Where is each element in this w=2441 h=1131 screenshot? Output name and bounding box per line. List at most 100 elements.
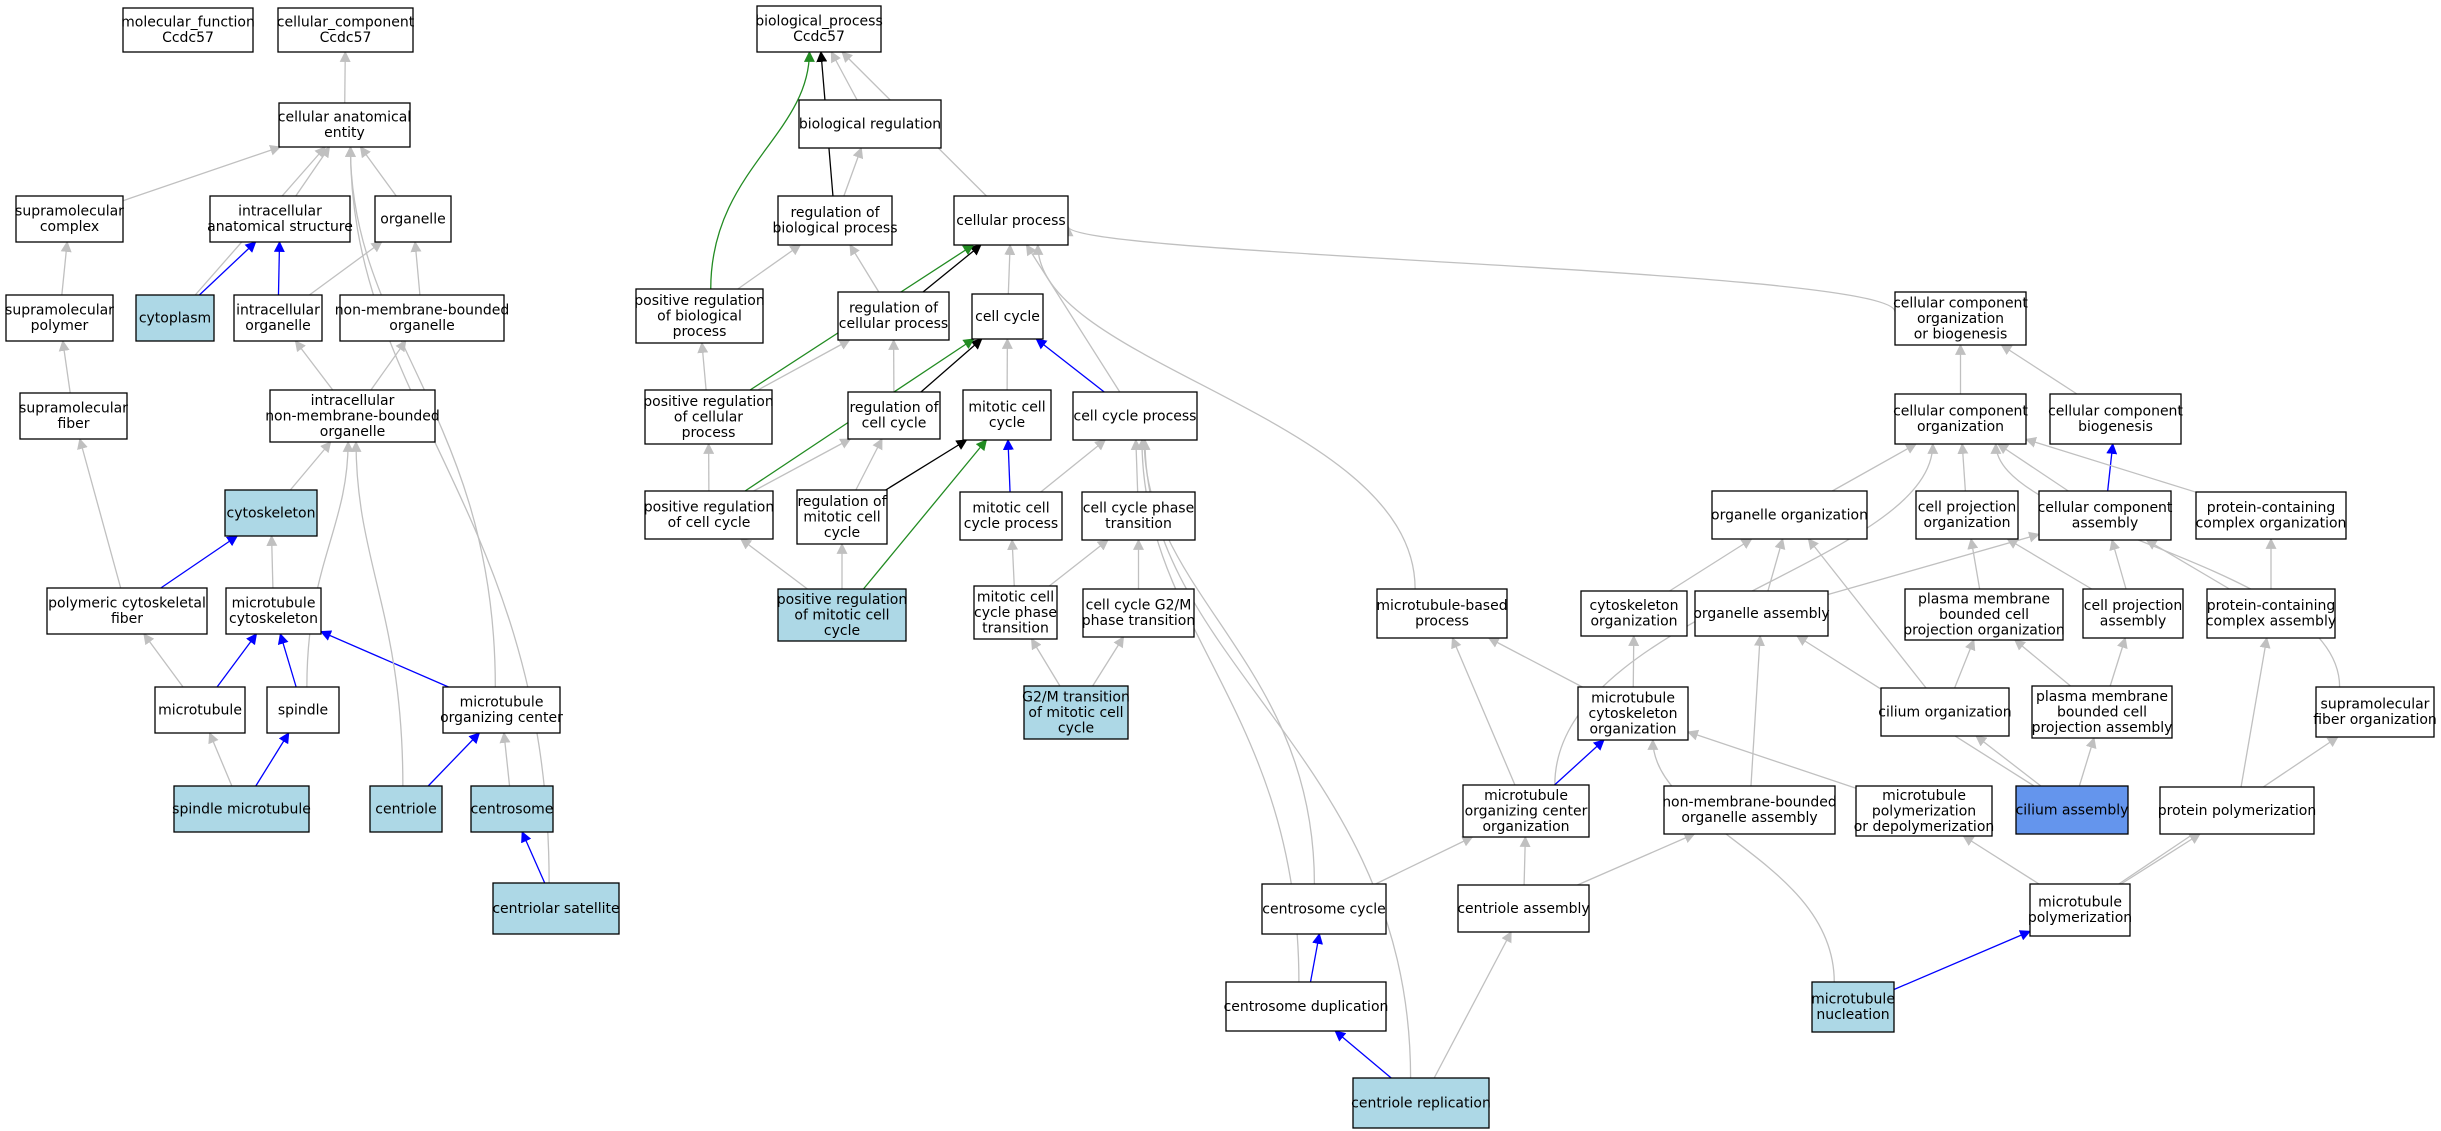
edge-rcp-is_a-rbp — [849, 244, 880, 293]
go-term-node-pp[interactable]: protein polymerization — [2158, 786, 2316, 835]
node-label-line: polymerization — [1872, 803, 1976, 819]
node-box — [1261, 883, 1387, 935]
go-term-node-centrosome[interactable]: centrosome — [470, 785, 554, 833]
node-label-line: bounded cell — [1939, 607, 2029, 623]
node-label-line: centriolar satellite — [492, 901, 619, 917]
go-term-node-csc[interactable]: centrosome cycle — [1261, 883, 1387, 935]
edge-centrosome-is_a-mtoc — [499, 731, 511, 787]
node-label-line: cellular process — [839, 316, 948, 332]
go-term-node-cilo[interactable]: cilium organization — [1878, 687, 2012, 737]
node-label-line: or depolymerization — [1854, 819, 1995, 835]
go-term-node-cr[interactable]: centriole replication — [1351, 1077, 1491, 1129]
go-term-node-centriole[interactable]: centriole — [369, 785, 443, 833]
node-label-line: cytoskeleton — [1590, 598, 1679, 614]
node-label-line: protein-containing — [2207, 598, 2335, 614]
go-term-node-ccp[interactable]: cell cycle process — [1072, 391, 1198, 441]
node-label-line: centrosome — [471, 801, 554, 817]
node-label-line: supramolecular — [5, 303, 114, 319]
go-term-node-org[interactable]: organelle — [374, 195, 452, 243]
node-label-line: microtubule — [158, 702, 242, 718]
go-term-node-cyto[interactable]: cytoplasm — [135, 294, 215, 342]
go-term-node-orga[interactable]: organelle assembly — [1693, 590, 1830, 637]
edge-rmcc-is_a-rcc — [855, 438, 883, 491]
go-term-node-cila[interactable]: cilium assembly — [2015, 785, 2129, 835]
edge-prcp-is_a-rcp — [757, 339, 851, 391]
edges-layer — [58, 50, 2341, 1079]
go-term-node-ca[interactable]: centriole assembly — [1457, 884, 1590, 933]
node-box — [122, 7, 254, 53]
edge-mt-is_a-pcf — [143, 633, 184, 688]
node-label-line: microtubule — [1484, 788, 1568, 804]
go-term-node-cp[interactable]: cellular process — [953, 195, 1069, 246]
go-term-node-csd[interactable]: centrosome duplication — [1224, 981, 1389, 1032]
go-term-node-smt[interactable]: spindle microtubule — [172, 785, 311, 833]
node-label-line: projection organization — [1903, 622, 2064, 638]
go-term-node-csk[interactable]: cytoskeleton — [224, 489, 318, 537]
go-term-node-csat[interactable]: centriolar satellite — [492, 882, 620, 935]
go-term-node-breg[interactable]: biological regulation — [798, 99, 942, 149]
node-label-line: fiber organization — [2313, 712, 2437, 728]
node-box — [756, 5, 882, 53]
edge-breg-is_a-bp — [830, 51, 858, 101]
node-box — [470, 785, 554, 833]
go-term-node-mt[interactable]: microtubule — [154, 686, 246, 734]
edge-ccp-part_of-cc_cycle — [1035, 338, 1105, 393]
edge-mccpt-is_a-ccpt — [1048, 539, 1109, 587]
go-term-node-cc_cycle[interactable]: cell cycle — [971, 293, 1044, 340]
node-box — [1352, 1077, 1490, 1129]
node-label-line: cytoplasm — [139, 310, 211, 326]
edge-rbp-is_a-breg — [843, 146, 864, 197]
go-term-node-orgo[interactable]: organelle organization — [1711, 490, 1868, 540]
go-term-node-spindle[interactable]: spindle — [266, 686, 340, 734]
go-term-node-inmbo[interactable]: intracellularnon-membrane-boundedorganel… — [265, 389, 440, 443]
node-label-line: cycle — [1058, 720, 1094, 736]
